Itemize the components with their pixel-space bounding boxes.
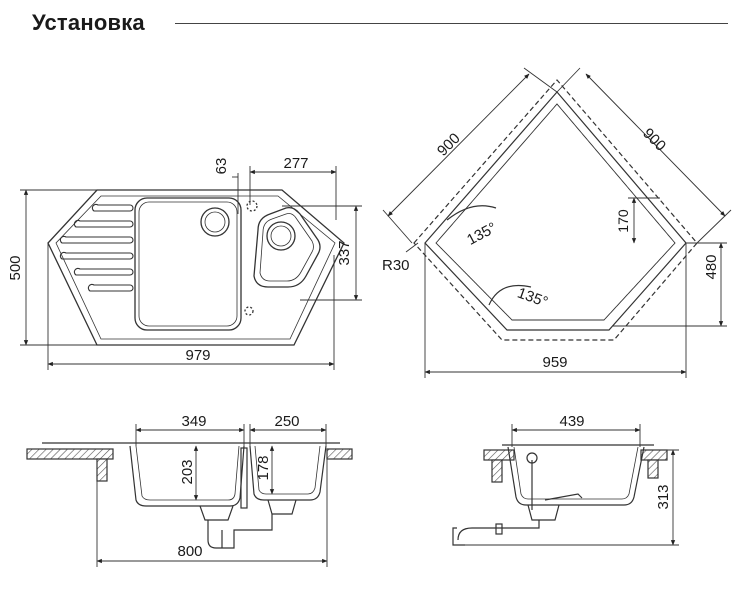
dim-side-depth-313: 313 [655, 484, 672, 509]
cutout-dimensions [382, 67, 732, 378]
side-view [452, 444, 668, 546]
overflow-pipe [240, 447, 248, 509]
tap-hole-bottom [244, 306, 254, 316]
main-bowl [134, 197, 242, 331]
side-drain [527, 504, 560, 521]
drain-1 [199, 505, 234, 521]
angle-arc-bottom [488, 284, 532, 306]
dim-bowl2-width-277: 277 [283, 155, 308, 172]
main-drain [200, 207, 230, 237]
countertop-side-right [640, 449, 668, 461]
section-title: Установка [32, 10, 145, 35]
dim-bowl1-depth-203: 203 [179, 459, 196, 484]
main-bowl-inner [138, 201, 238, 327]
countertop-left-edge [96, 458, 108, 482]
radius-label: R30 [382, 257, 410, 274]
dim-offset-170: 170 [615, 209, 631, 233]
dim-bowl2-width-250: 250 [274, 413, 299, 430]
drain-2 [267, 499, 297, 515]
dim-bowl1-width-349: 349 [181, 413, 206, 430]
side-dimensions [458, 424, 679, 546]
tap-hole-top [246, 200, 258, 212]
angle-label-top: 135° [464, 219, 499, 249]
small-bowl [253, 206, 321, 288]
dim-offset-63: 63 [213, 158, 230, 175]
side-siphon [457, 520, 540, 541]
front-view [26, 442, 353, 549]
countertop-right [326, 448, 353, 460]
cutout-outline-dashed [413, 79, 698, 341]
front-dimensions [96, 424, 328, 567]
dim-bowl2-height-337: 337 [336, 240, 353, 265]
cutout-view [413, 79, 698, 341]
dim-height-500: 500 [7, 255, 24, 280]
cutout-outline [424, 91, 687, 331]
dim-width-959: 959 [542, 354, 567, 371]
dim-side-900-left: 900 [434, 130, 464, 160]
side-waste-lever [544, 493, 583, 501]
small-drain [266, 221, 296, 251]
angle-label-bottom: 135° [515, 284, 550, 311]
drainboard-grooves [59, 203, 134, 292]
top-view-dimensions [20, 166, 362, 370]
dim-side-width-439: 439 [559, 413, 584, 430]
siphon [207, 514, 273, 549]
dim-overall-800: 800 [177, 543, 202, 560]
dim-height-480: 480 [703, 254, 720, 279]
countertop-left [26, 448, 114, 460]
sink-rim-inner [55, 195, 336, 340]
bowl-2-section [249, 445, 327, 501]
dim-bowl2-depth-178: 178 [255, 455, 272, 480]
dim-side-900-right: 900 [639, 125, 669, 155]
title-rule [175, 23, 728, 24]
top-view [47, 189, 345, 346]
bowl-1-section [129, 445, 245, 507]
angle-arc-top [446, 205, 497, 221]
dim-width-979: 979 [185, 347, 210, 364]
side-bowl [507, 446, 645, 506]
